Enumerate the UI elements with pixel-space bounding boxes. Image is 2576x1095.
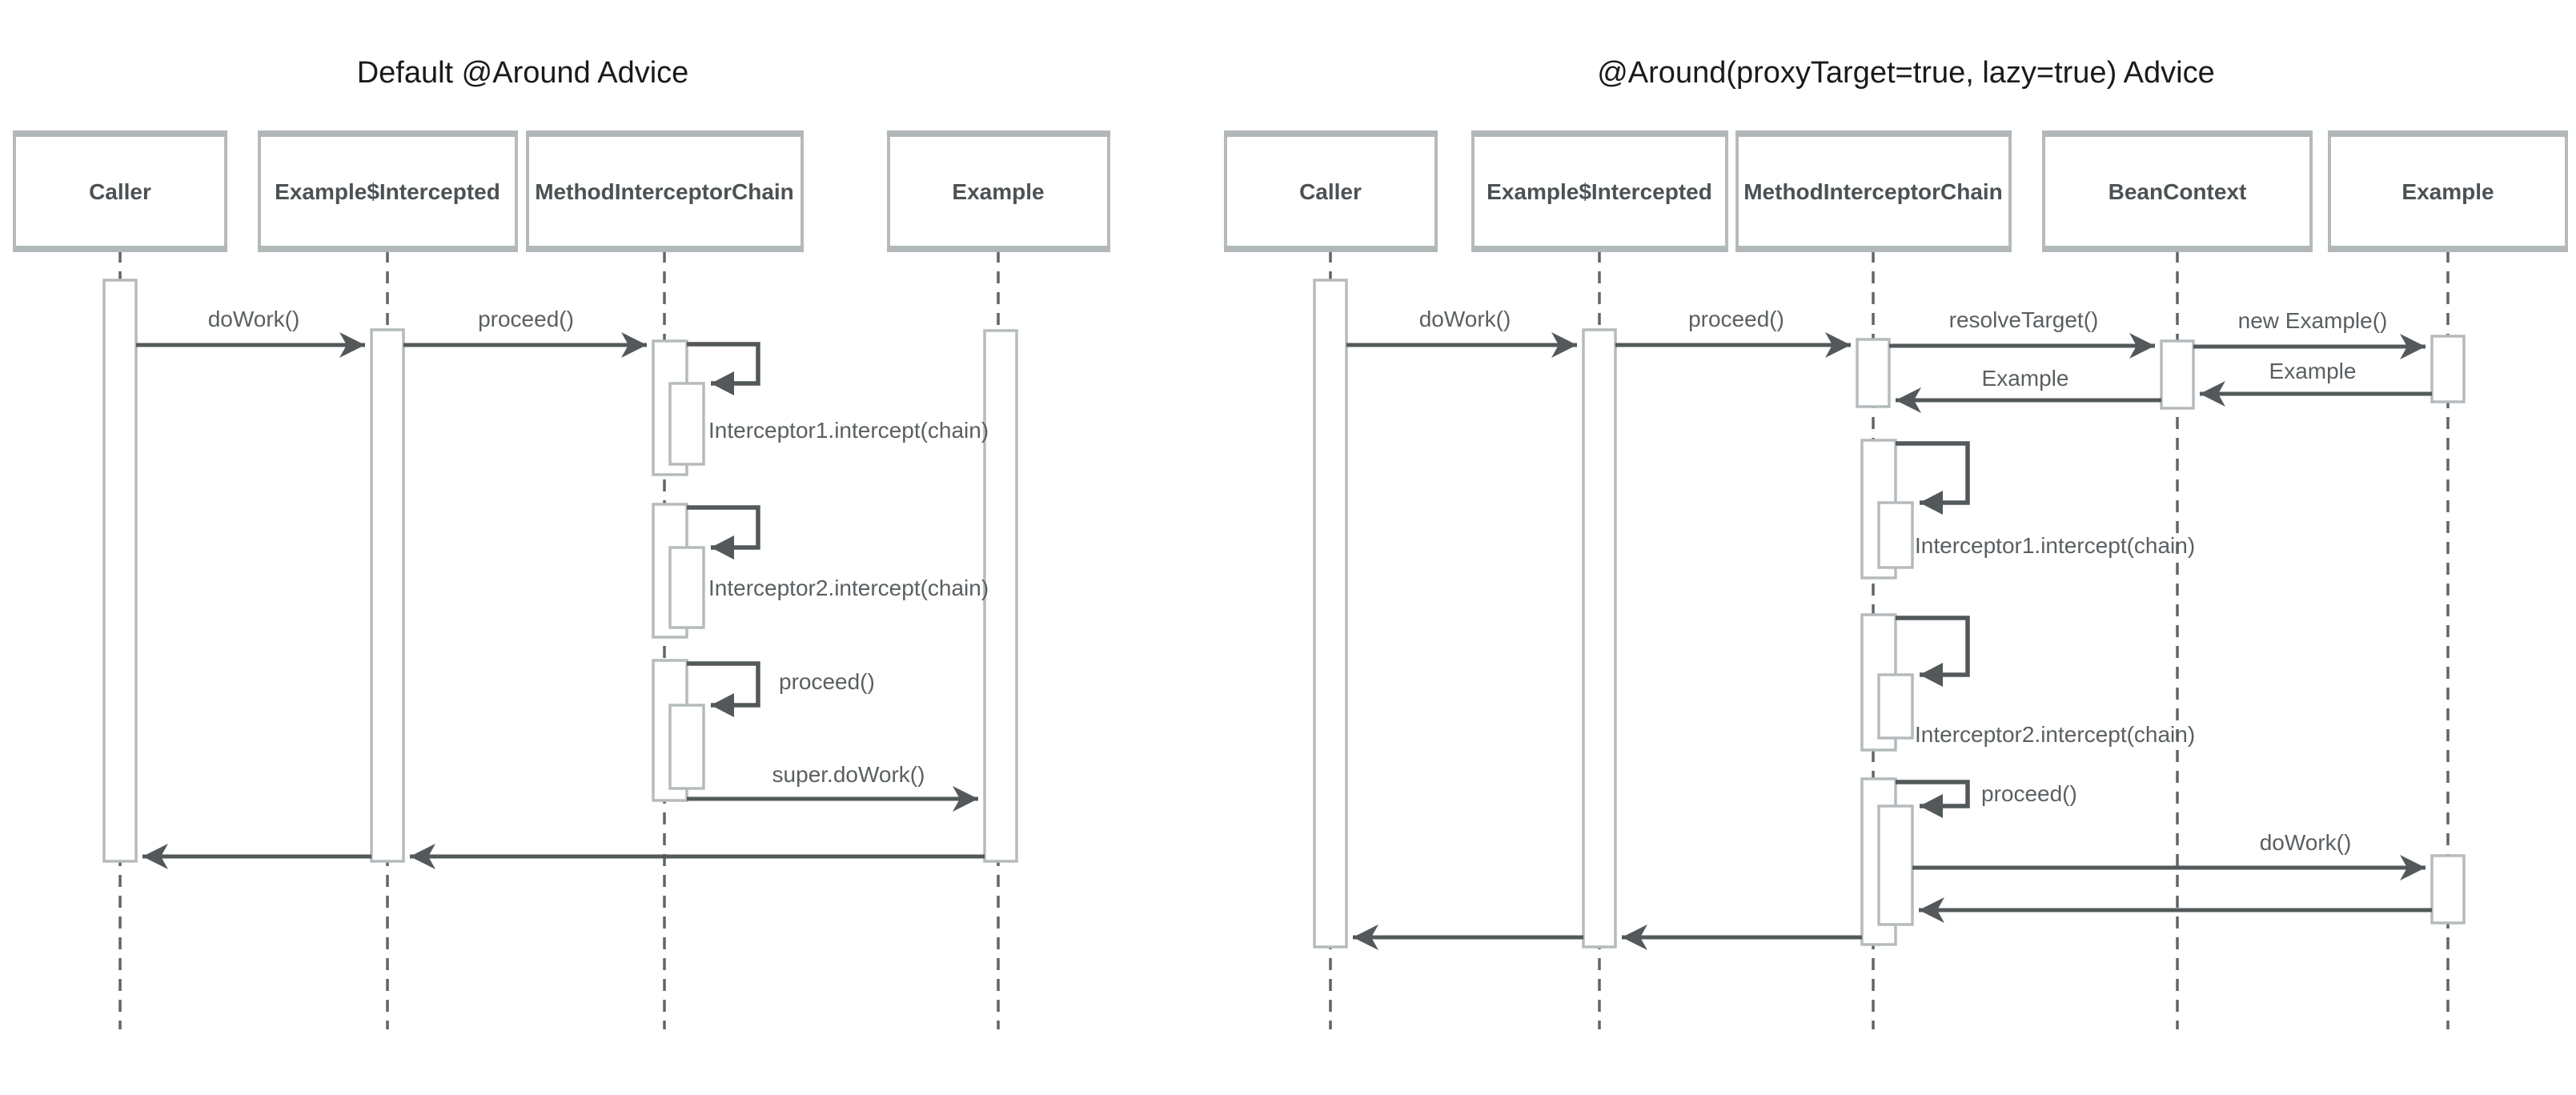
activation-example-dowork: [2430, 854, 2466, 925]
actor-method-interceptor-chain: MethodInterceptorChain: [1735, 130, 2012, 252]
actor-box: [526, 130, 804, 252]
message-label-interceptor2: Interceptor2.intercept(chain): [708, 576, 989, 600]
activation-example: [983, 329, 1018, 863]
actor-box: [1224, 130, 1438, 252]
actor-box: [2042, 130, 2313, 252]
actor-bean-context: BeanContext: [2042, 130, 2313, 252]
actor-label: Example$Intercepted: [1487, 179, 1712, 204]
actor-method-interceptor-chain: MethodInterceptorChain: [526, 130, 804, 252]
self-call-interceptor2: [1896, 616, 1970, 687]
self-call-proceed: [1896, 780, 1970, 818]
activation-chain-block3-nested: [668, 704, 705, 790]
activation-chain-block2-nested: [668, 546, 705, 629]
actor-caller: Caller: [13, 130, 227, 252]
actor-caller: Caller: [1224, 130, 1438, 252]
diagram-title: @Around(proxyTarget=true, lazy=true) Adv…: [1597, 56, 2215, 90]
return-label-example-2: Example: [1982, 366, 2069, 391]
message-label-proceed: proceed(): [1688, 307, 1784, 331]
message-label-super-dowork: super.doWork(): [772, 762, 925, 787]
actor-label: Caller: [1299, 179, 1362, 204]
message-label-proceed-self: proceed(): [779, 669, 875, 694]
actor-label: MethodInterceptorChain: [1743, 179, 2003, 204]
activation-bean-context: [2160, 339, 2195, 410]
activation-chain-block2-nested: [1877, 673, 1914, 740]
actor-example-intercepted: Example$Intercepted: [258, 130, 518, 252]
activation-chain-resolve: [1856, 338, 1891, 408]
activation-chain-block1-nested: [668, 382, 705, 466]
activation-chain-block3-nested: [1877, 804, 1914, 926]
diagram-proxytarget-lazy-around: @Around(proxyTarget=true, lazy=true) Adv…: [1224, 56, 2568, 1029]
activation-caller: [102, 279, 138, 863]
self-call-proceed: [687, 661, 760, 717]
message-label-proceed-self: proceed(): [1981, 781, 2077, 806]
activation-chain-block1-nested: [1877, 501, 1914, 569]
actor-label: Example$Intercepted: [275, 179, 500, 204]
self-call-interceptor1: [1896, 441, 1970, 515]
message-label-interceptor1: Interceptor1.intercept(chain): [708, 418, 989, 443]
message-label-interceptor1: Interceptor1.intercept(chain): [1915, 533, 2195, 558]
actor-box: [1471, 130, 1728, 252]
actor-box: [887, 130, 1110, 252]
diagram-default-around: Default @Around Advice Interceptor1.inte…: [13, 56, 1110, 1029]
activation-example-intercepted: [370, 328, 405, 863]
self-call-interceptor1: [687, 342, 760, 395]
return-label-example-1: Example: [2269, 359, 2357, 383]
actor-label: Example: [2401, 179, 2494, 204]
message-label-resolve-target: resolveTarget(): [1949, 307, 2099, 332]
message-label-dowork: doWork(): [208, 307, 300, 331]
actor-label: MethodInterceptorChain: [535, 179, 794, 204]
actor-example: Example: [2328, 130, 2568, 252]
actor-label: Caller: [89, 179, 151, 204]
actor-example-intercepted: Example$Intercepted: [1471, 130, 1728, 252]
actor-example: Example: [887, 130, 1110, 252]
activation-caller: [1313, 279, 1348, 949]
actor-label: Example: [952, 179, 1044, 204]
message-label-interceptor2: Interceptor2.intercept(chain): [1915, 722, 2195, 747]
message-label-dowork-target: doWork(): [2260, 830, 2352, 855]
message-label-new-example: new Example(): [2238, 308, 2388, 333]
activation-example-intercepted: [1582, 328, 1617, 949]
message-label-dowork: doWork(): [1419, 307, 1511, 331]
actor-label: BeanContext: [2109, 179, 2247, 204]
actor-box: [258, 130, 518, 252]
self-call-interceptor2: [687, 505, 760, 560]
diagram-title: Default @Around Advice: [357, 56, 689, 90]
activation-example-construct: [2430, 335, 2466, 403]
message-label-proceed: proceed(): [478, 307, 574, 331]
